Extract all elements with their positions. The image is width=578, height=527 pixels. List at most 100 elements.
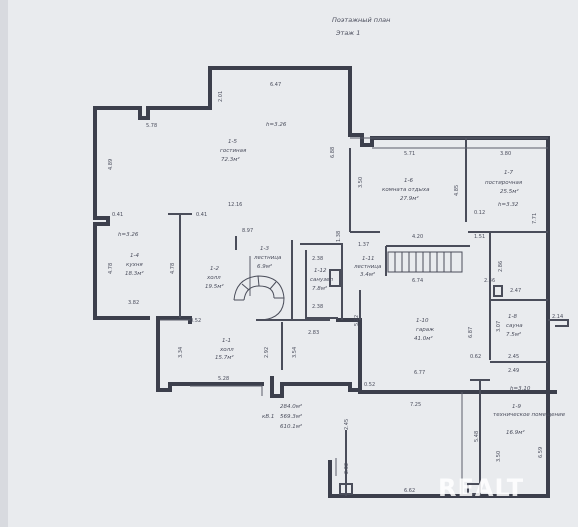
svg-text:h=3.26: h=3.26 — [118, 232, 139, 238]
totals-block: 284.0м² кВ.1 569.3м² 610.1м² — [262, 403, 303, 430]
svg-text:3.4м²: 3.4м² — [360, 271, 376, 278]
svg-text:7.25: 7.25 — [410, 402, 421, 408]
svg-text:2.02: 2.02 — [344, 463, 350, 474]
svg-text:3.54: 3.54 — [292, 347, 298, 358]
svg-text:1-3: 1-3 — [260, 246, 269, 252]
room-1-7: 1-7 постирочная 25.5м² h=3.32 — [485, 170, 523, 208]
svg-text:2.14: 2.14 — [552, 314, 563, 320]
svg-text:4.78: 4.78 — [108, 263, 114, 274]
plan-title: Поэтажный план — [332, 16, 390, 24]
svg-text:лестница: лестница — [353, 264, 382, 270]
svg-text:5.28: 5.28 — [218, 376, 229, 382]
svg-text:5.48: 5.48 — [474, 431, 480, 442]
svg-text:гараж: гараж — [416, 327, 434, 333]
svg-text:6.59: 6.59 — [538, 447, 544, 458]
svg-text:сауна: сауна — [506, 323, 523, 329]
svg-text:15.7м²: 15.7м² — [215, 354, 234, 361]
svg-text:h=3.32: h=3.32 — [498, 202, 519, 208]
svg-text:6.88: 6.88 — [330, 147, 336, 158]
svg-text:3.50: 3.50 — [358, 177, 364, 188]
svg-text:1-4: 1-4 — [130, 253, 139, 259]
svg-text:0.52: 0.52 — [364, 382, 375, 388]
svg-text:2.45: 2.45 — [508, 354, 519, 360]
svg-text:6.47: 6.47 — [270, 82, 281, 88]
svg-text:2.38: 2.38 — [312, 256, 323, 262]
svg-text:4.78: 4.78 — [170, 263, 176, 274]
svg-text:h=3.10: h=3.10 — [510, 386, 531, 392]
svg-text:1-5: 1-5 — [228, 139, 237, 145]
svg-text:4.20: 4.20 — [412, 234, 423, 240]
room-1-12: 1-12 санузел 7.8м² — [310, 268, 334, 292]
realt-watermark: REALT — [438, 474, 524, 502]
svg-text:2.46: 2.46 — [484, 278, 495, 284]
svg-text:0.41: 0.41 — [112, 212, 123, 218]
svg-text:гостиная: гостиная — [220, 148, 247, 154]
svg-text:1-8: 1-8 — [508, 314, 517, 320]
svg-text:5.71: 5.71 — [404, 151, 415, 157]
svg-text:h=3.26: h=3.26 — [266, 122, 287, 128]
svg-text:3.07: 3.07 — [496, 321, 502, 332]
svg-text:комната отдыха: комната отдыха — [382, 187, 430, 193]
room-1-3: 1-3 лестница 6.9м² — [253, 246, 282, 270]
spiral-staircase — [233, 275, 285, 321]
svg-text:1-6: 1-6 — [404, 178, 413, 184]
svg-text:2.45: 2.45 — [344, 419, 350, 430]
svg-text:4.89: 4.89 — [108, 159, 114, 170]
svg-text:2.01: 2.01 — [218, 91, 224, 102]
svg-text:6.62: 6.62 — [404, 488, 415, 494]
svg-text:7.71: 7.71 — [532, 213, 538, 224]
svg-text:3.34: 3.34 — [178, 347, 184, 358]
dimension-labels: 6.47 2.01 5.78 6.88 4.89 0.41 0.41 12.16… — [108, 82, 563, 494]
svg-text:2.92: 2.92 — [264, 347, 270, 358]
svg-text:2.49: 2.49 — [508, 368, 519, 374]
svg-text:4.85: 4.85 — [454, 185, 460, 196]
svg-text:284.0м²: 284.0м² — [280, 403, 303, 410]
svg-text:3.80: 3.80 — [500, 151, 511, 157]
svg-text:3.82: 3.82 — [128, 300, 139, 306]
posts — [329, 269, 503, 495]
svg-text:8.97: 8.97 — [242, 228, 253, 234]
interior-walls — [168, 138, 548, 496]
svg-text:2.83: 2.83 — [308, 330, 319, 336]
room-1-2: 1-2 холл 19.5м² — [205, 266, 224, 290]
svg-text:5.78: 5.78 — [146, 123, 157, 129]
right-step-line — [548, 319, 569, 327]
svg-text:1.51: 1.51 — [474, 234, 485, 240]
svg-text:1-11: 1-11 — [362, 256, 374, 262]
svg-text:постирочная: постирочная — [485, 180, 523, 186]
svg-text:холл: холл — [219, 347, 234, 353]
room-1-10: 1-10 гараж 41.0м² — [414, 318, 434, 342]
svg-text:1-7: 1-7 — [504, 170, 513, 176]
svg-text:1.37: 1.37 — [358, 242, 369, 248]
svg-text:3.50: 3.50 — [496, 451, 502, 462]
svg-text:1-12: 1-12 — [314, 268, 327, 274]
svg-text:12.16: 12.16 — [228, 202, 242, 208]
svg-text:0.52: 0.52 — [190, 318, 201, 324]
svg-text:5.22: 5.22 — [354, 315, 360, 326]
svg-text:7.5м²: 7.5м² — [506, 331, 522, 338]
room-1-8: 1-8 сауна 7.5м² — [506, 314, 523, 338]
room-1-5: 1-5 гостиная 72.3м² h=3.26 — [220, 122, 287, 163]
svg-text:2.38: 2.38 — [312, 304, 323, 310]
svg-text:7.8м²: 7.8м² — [312, 285, 328, 292]
svg-text:кухня: кухня — [126, 262, 143, 268]
room-1-6: 1-6 комната отдыха 27.9м² — [382, 178, 430, 202]
svg-text:19.5м²: 19.5м² — [205, 283, 224, 290]
floor-label: Этаж 1 — [335, 29, 360, 37]
svg-text:2.47: 2.47 — [510, 288, 521, 294]
svg-text:610.1м²: 610.1м² — [280, 423, 303, 430]
svg-text:0.12: 0.12 — [474, 210, 485, 216]
svg-text:2.86: 2.86 — [498, 261, 504, 272]
svg-text:лестница: лестница — [253, 255, 282, 261]
svg-text:27.9м²: 27.9м² — [400, 195, 419, 202]
svg-text:569.3м²: 569.3м² — [280, 413, 303, 420]
svg-text:25.5м²: 25.5м² — [500, 188, 519, 195]
svg-text:1-2: 1-2 — [210, 266, 219, 272]
straight-staircase — [387, 251, 463, 273]
svg-text:1-10: 1-10 — [416, 318, 429, 324]
svg-text:санузел: санузел — [310, 277, 334, 283]
svg-text:1-9: 1-9 — [512, 404, 521, 410]
svg-text:72.3м²: 72.3м² — [221, 156, 240, 163]
svg-text:6.9м²: 6.9м² — [257, 263, 273, 270]
